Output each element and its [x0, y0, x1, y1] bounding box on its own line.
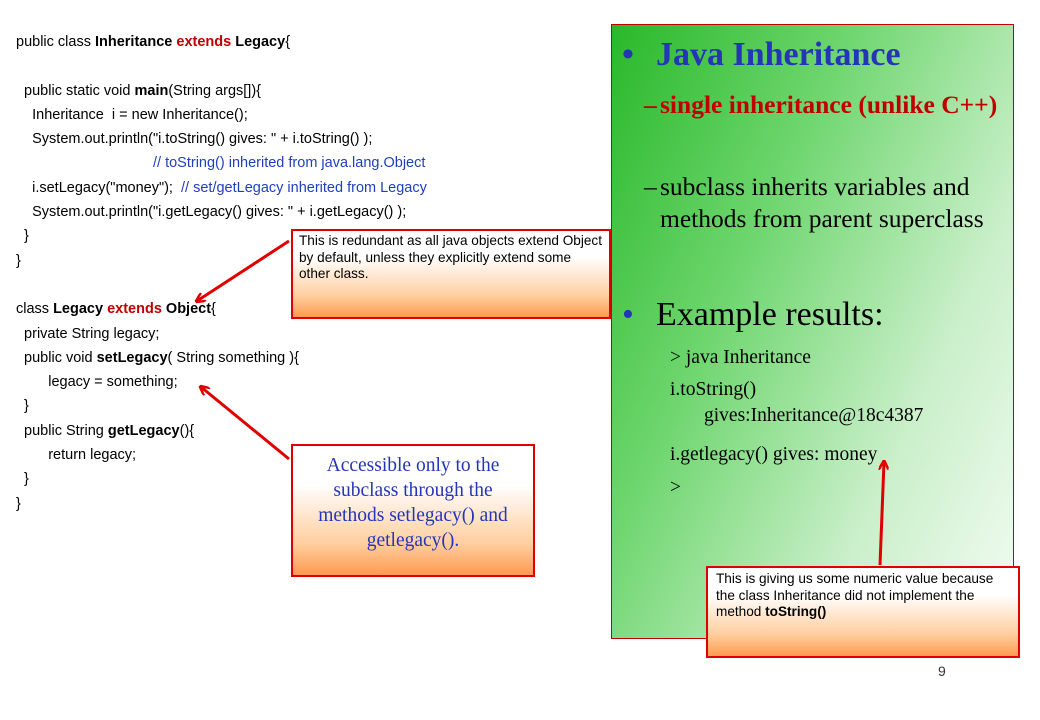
code-line: class Legacy extends Object{	[16, 301, 216, 318]
code-line: private String legacy;	[16, 325, 160, 342]
code-line	[16, 54, 616, 78]
dash-icon: –	[644, 90, 657, 119]
result-line: > java Inheritance	[670, 347, 811, 368]
callout-redundant: This is redundant as all java objects ex…	[291, 229, 611, 319]
code-listing: public class Inheritance extends Legacy{…	[16, 30, 616, 516]
code-line: }	[16, 495, 21, 512]
code-line: }	[16, 252, 21, 269]
code-line: System.out.println("i.getLegacy() gives:…	[16, 204, 407, 221]
code-line: i.setLegacy("money"); // set/getLegacy i…	[16, 179, 427, 196]
result-line: i.toString()	[670, 379, 757, 400]
code-line: public String getLegacy(){	[16, 422, 195, 439]
code-line: }	[16, 471, 29, 488]
code-line: Inheritance i = new Inheritance();	[16, 106, 248, 123]
callout-accessible: Accessible only to the subclass through …	[291, 444, 535, 577]
callout-numeric-value: This is giving us some numeric value bec…	[706, 566, 1020, 658]
sub-point-single-inheritance: – single inheritance (unlike C++)	[644, 90, 998, 119]
code-comment-line: // toString() inherited from java.lang.O…	[153, 155, 426, 172]
result-line: >	[670, 477, 681, 498]
result-line: gives:Inheritance@18c4387	[704, 405, 924, 426]
code-line: return legacy;	[16, 447, 137, 464]
page-number: 9	[938, 663, 946, 679]
code-line: }	[16, 398, 29, 415]
code-line: public void setLegacy( String something …	[16, 349, 299, 366]
code-line: public static void main(String args[]){	[16, 82, 261, 99]
example-heading: •Example results:	[622, 296, 884, 333]
code-line: }	[16, 228, 29, 245]
summary-panel: •Java Inheritance – single inheritance (…	[611, 24, 1014, 639]
panel-heading: •Java Inheritance	[622, 36, 901, 73]
code-line: legacy = something;	[16, 374, 178, 391]
bullet-icon: •	[622, 296, 634, 333]
code-line: System.out.println("i.toString() gives: …	[16, 131, 373, 148]
code-line: public class Inheritance extends Legacy{	[16, 34, 291, 50]
result-line: i.getlegacy() gives: money	[670, 444, 878, 465]
sub-point-subclass: – subclass inherits variables and method…	[644, 172, 984, 233]
bullet-icon: •	[622, 36, 634, 73]
dash-icon: –	[644, 172, 657, 201]
